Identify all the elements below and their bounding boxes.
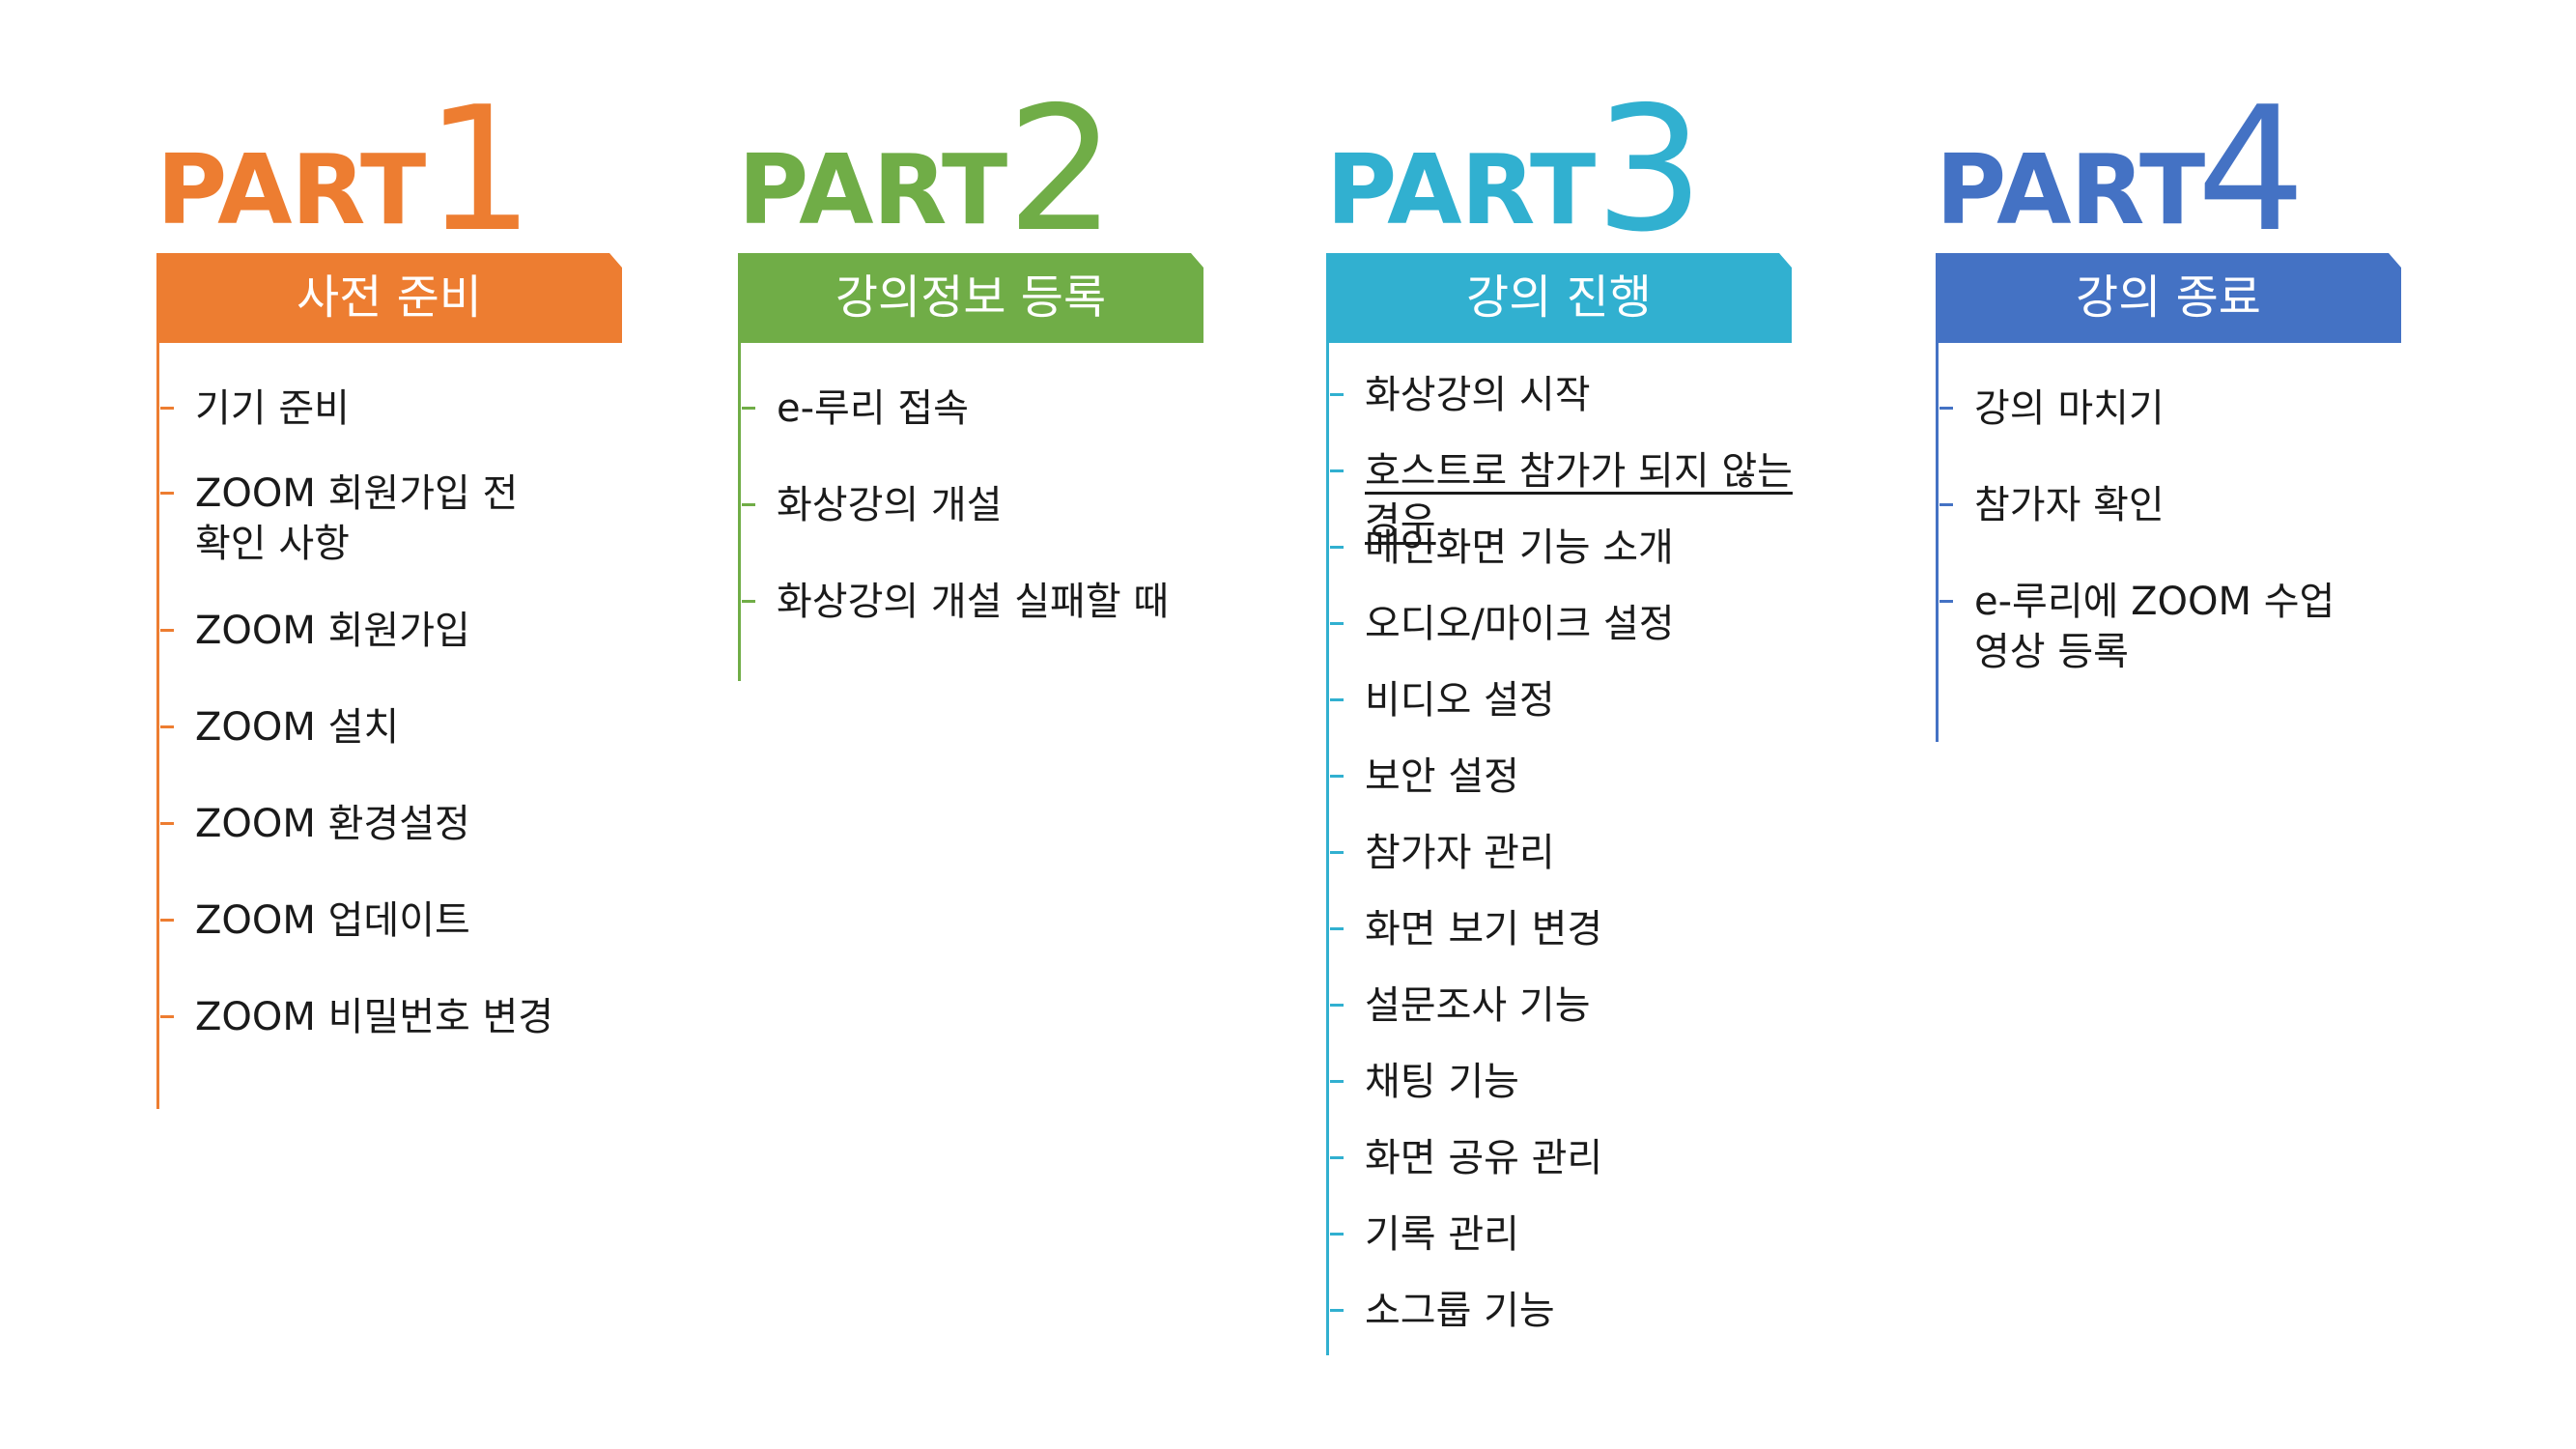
list-item[interactable]: 화상강의 시작	[1330, 370, 1591, 420]
list-item-label: 비디오 설정	[1365, 678, 1555, 723]
list-item-label: ZOOM 비밀번호 변경	[195, 995, 554, 1039]
list-item-label: 설문조사 기능	[1365, 983, 1591, 1028]
part-1-number: 1	[425, 70, 535, 270]
list-item-label: 참가자 관리	[1365, 831, 1555, 875]
part-2-timeline-line	[738, 343, 741, 681]
dash-marker	[1330, 622, 1344, 625]
dash-marker	[1330, 775, 1344, 778]
part-3-label: PART	[1326, 133, 1596, 246]
list-item-label: 참가자 확인	[1974, 483, 2165, 527]
part-4-label: PART	[1936, 133, 2205, 246]
list-item[interactable]: 화상강의 개설	[742, 480, 1003, 530]
part-1-timeline-line	[156, 343, 159, 1109]
list-item-label: 화상강의 개설	[777, 483, 1003, 527]
dash-marker	[160, 725, 174, 728]
dash-marker	[160, 629, 174, 632]
list-item[interactable]: 기록 관리	[1330, 1209, 1519, 1260]
list-item-label: 화면 공유 관리	[1365, 1136, 1603, 1180]
list-item-label: 호스트로 참가가 되지 않는 경우	[1365, 449, 1793, 544]
list-item-label: 기기 준비	[195, 386, 350, 431]
list-item-label: 화상강의 개설 실패할 때	[777, 580, 1170, 624]
list-item[interactable]: 소그룹 기능	[1330, 1286, 1555, 1336]
list-item[interactable]: 강의 마치기	[1939, 384, 2165, 434]
dash-marker	[1330, 698, 1344, 701]
list-item[interactable]: ZOOM 업데이트	[160, 895, 470, 946]
list-item[interactable]: 메인화면 기능 소개	[1330, 523, 1674, 573]
dash-marker	[1939, 600, 1953, 603]
part-2-number: 2	[1006, 70, 1117, 270]
list-item[interactable]: 오디오/마이크 설정	[1330, 599, 1675, 649]
list-item-label: 화상강의 시작	[1365, 373, 1591, 417]
list-item[interactable]: e-루리에 ZOOM 수업 영상 등록	[1939, 577, 2335, 677]
dash-marker	[160, 919, 174, 922]
list-item[interactable]: 화상강의 개설 실패할 때	[742, 577, 1170, 627]
dash-marker	[160, 492, 174, 495]
part-1-title-banner: 사전 준비	[156, 253, 622, 343]
dash-marker	[1939, 503, 1953, 506]
list-item[interactable]: 기기 준비	[160, 384, 350, 434]
list-item-label: ZOOM 환경설정	[195, 802, 470, 846]
dash-marker	[160, 822, 174, 825]
dash-marker	[1330, 851, 1344, 854]
list-item-label: e-루리에 ZOOM 수업 영상 등록	[1974, 580, 2335, 674]
list-item[interactable]: ZOOM 비밀번호 변경	[160, 992, 554, 1042]
part-3-timeline-line	[1326, 343, 1329, 1355]
list-item[interactable]: ZOOM 환경설정	[160, 799, 470, 849]
list-item-label: 보안 설정	[1365, 754, 1519, 799]
dash-marker	[1330, 546, 1344, 549]
dash-marker	[1330, 1233, 1344, 1236]
list-item[interactable]: 채팅 기능	[1330, 1057, 1519, 1107]
list-item[interactable]: 참가자 확인	[1939, 480, 2165, 530]
list-item-label: 메인화면 기능 소개	[1365, 526, 1674, 570]
list-item-label: 채팅 기능	[1365, 1060, 1519, 1104]
list-item[interactable]: 설문조사 기능	[1330, 980, 1591, 1031]
list-item[interactable]: 화면 공유 관리	[1330, 1133, 1603, 1183]
dash-marker	[1939, 407, 1953, 410]
part-4-number: 4	[2196, 70, 2307, 270]
dash-marker	[742, 600, 755, 603]
list-item-label: ZOOM 회원가입 전 확인 사항	[195, 471, 519, 566]
dash-marker	[742, 503, 755, 506]
list-item-label: 소그룹 기능	[1365, 1289, 1555, 1333]
list-item[interactable]: 비디오 설정	[1330, 675, 1555, 725]
list-item[interactable]: ZOOM 설치	[160, 702, 400, 753]
part-1-label: PART	[156, 133, 426, 246]
dash-marker	[1330, 1004, 1344, 1007]
list-item[interactable]: 호스트로 참가가 되지 않는 경우	[1330, 446, 1828, 547]
dash-marker	[1330, 1309, 1344, 1312]
list-item-label: ZOOM 회원가입	[195, 609, 470, 653]
dash-marker	[1330, 1080, 1344, 1083]
list-item-label: ZOOM 업데이트	[195, 898, 470, 943]
list-item[interactable]: 보안 설정	[1330, 752, 1519, 802]
list-item-label: ZOOM 설치	[195, 705, 400, 750]
part-2-label: PART	[738, 133, 1007, 246]
part-4-timeline-line	[1936, 343, 1939, 742]
dash-marker	[1330, 927, 1344, 930]
part-3-number: 3	[1595, 70, 1705, 270]
list-item-label: 오디오/마이크 설정	[1365, 602, 1675, 646]
dash-marker	[1330, 1156, 1344, 1159]
list-item[interactable]: ZOOM 회원가입 전 확인 사항	[160, 469, 519, 569]
list-item[interactable]: 화면 보기 변경	[1330, 904, 1603, 954]
list-item-label: 화면 보기 변경	[1365, 907, 1603, 952]
list-item[interactable]: ZOOM 회원가입	[160, 606, 470, 656]
dash-marker	[1330, 469, 1344, 472]
dash-marker	[160, 407, 174, 410]
dash-marker	[742, 407, 755, 410]
list-item-label: e-루리 접속	[777, 386, 969, 431]
dash-marker	[1330, 393, 1344, 396]
part-4-title-banner: 강의 종료	[1936, 253, 2401, 343]
part-2-title-banner: 강의정보 등록	[738, 253, 1203, 343]
part-3-title-banner: 강의 진행	[1326, 253, 1792, 343]
list-item-label: 강의 마치기	[1974, 386, 2165, 431]
list-item[interactable]: e-루리 접속	[742, 384, 969, 434]
list-item-label: 기록 관리	[1365, 1212, 1519, 1257]
dash-marker	[160, 1015, 174, 1018]
list-item[interactable]: 참가자 관리	[1330, 828, 1555, 878]
